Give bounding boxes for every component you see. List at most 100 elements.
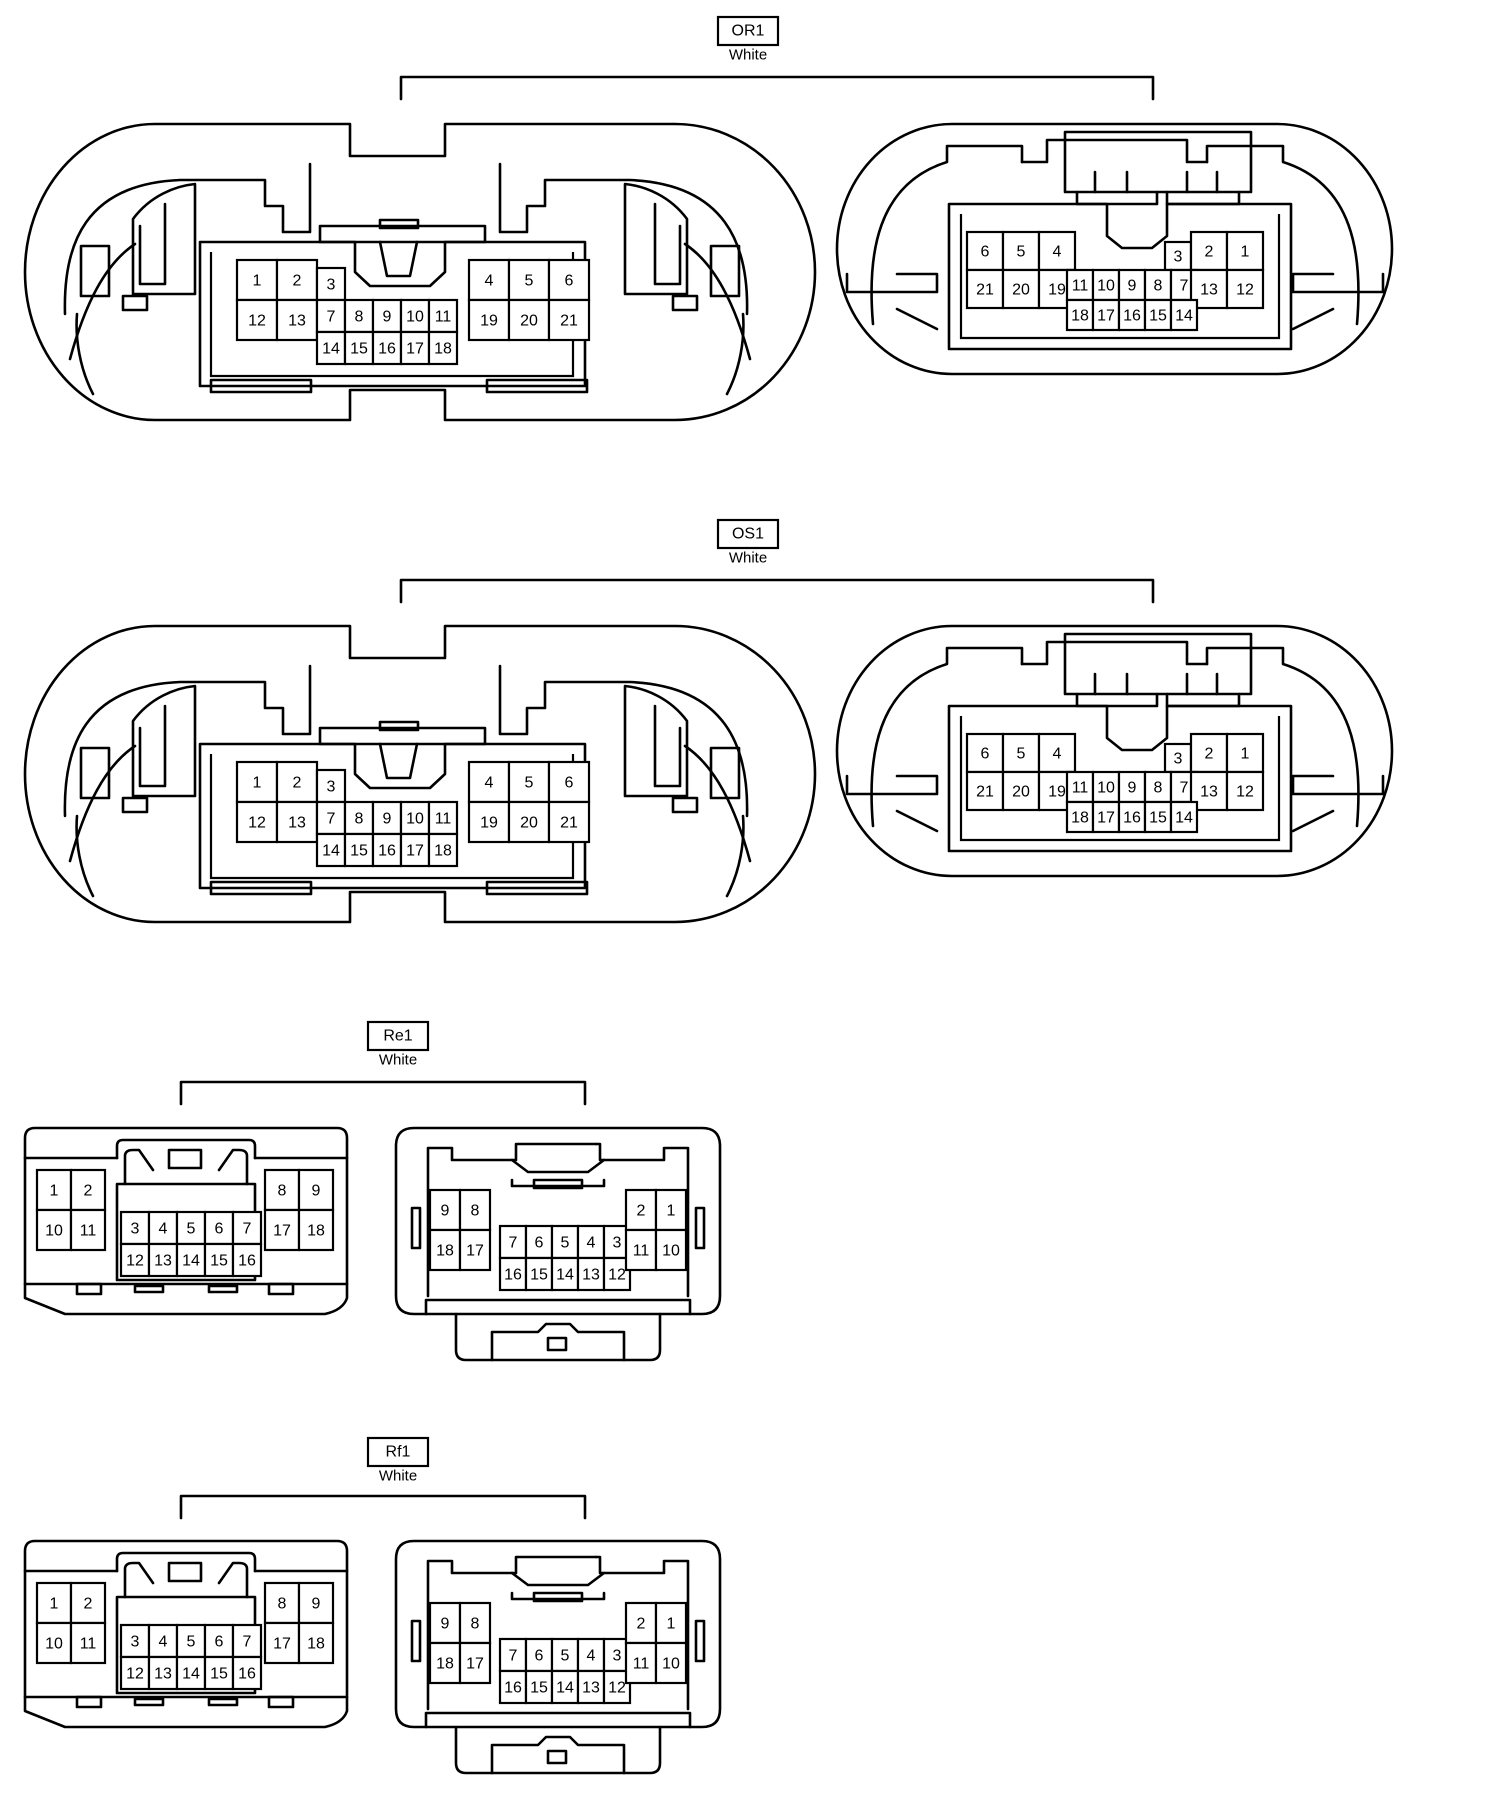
pin-cell: 13 xyxy=(275,298,319,342)
housing-outline xyxy=(23,624,817,924)
housing-detail xyxy=(378,218,420,230)
pin-box xyxy=(507,298,551,342)
pin-cell: 15 xyxy=(343,330,375,366)
pin-cell: 15 xyxy=(203,1655,235,1691)
pin-number: 13 xyxy=(582,1267,600,1284)
pin-box xyxy=(297,1581,335,1625)
pin-number: 16 xyxy=(238,1253,256,1270)
pin-cell: 1 xyxy=(235,760,279,804)
housing-detail xyxy=(410,1619,422,1663)
connector-id: OS1 xyxy=(732,526,764,543)
pin-box xyxy=(231,1210,263,1246)
housing-detail xyxy=(115,1595,257,1695)
pin-cell: 1 xyxy=(1225,732,1265,774)
pin-number: 2 xyxy=(1205,244,1214,261)
housing-detail xyxy=(79,746,111,800)
pin-number: 6 xyxy=(565,273,574,290)
housing-detail xyxy=(725,814,745,898)
pin-number: 8 xyxy=(471,1616,480,1633)
pin-number: 3 xyxy=(1174,249,1183,266)
pin-number: 4 xyxy=(485,273,494,290)
pin-number: 6 xyxy=(981,746,990,763)
housing-detail xyxy=(959,716,1281,842)
pin-cell: 21 xyxy=(965,268,1005,310)
pin-number: 13 xyxy=(154,1666,172,1683)
pin-number: 18 xyxy=(307,1636,325,1653)
pin-box xyxy=(1169,298,1199,332)
pin-number: 18 xyxy=(1071,810,1089,827)
housing-detail xyxy=(121,294,149,312)
pin-number: 8 xyxy=(278,1596,287,1613)
pin-number: 18 xyxy=(436,1656,454,1673)
pin-box xyxy=(275,298,319,342)
housing-detail xyxy=(75,1282,103,1296)
connector-label-box xyxy=(716,518,780,550)
pin-cell: 5 xyxy=(175,1210,207,1246)
pin-number: 16 xyxy=(378,341,396,358)
pin-number: 14 xyxy=(1175,810,1193,827)
pin-cell: 11 xyxy=(427,298,459,334)
pin-cell: 11 xyxy=(1065,770,1095,804)
pin-cell: 4 xyxy=(1037,732,1077,774)
housing-detail xyxy=(167,1561,203,1583)
pin-number: 7 xyxy=(509,1235,518,1252)
pin-number: 19 xyxy=(1048,282,1066,299)
pin-cell: 5 xyxy=(1001,732,1041,774)
pin-number: 13 xyxy=(1200,282,1218,299)
pin-cell: 17 xyxy=(1091,298,1121,332)
pin-number: 6 xyxy=(215,1634,224,1651)
housing-detail xyxy=(209,378,313,394)
pin-number: 9 xyxy=(312,1596,321,1613)
pin-cell: 17 xyxy=(458,1228,492,1272)
housing-detail xyxy=(68,744,137,863)
pin-cell: 4 xyxy=(576,1637,606,1673)
housing-detail xyxy=(485,880,589,896)
housing-outline xyxy=(23,122,817,422)
pin-cell: 19 xyxy=(467,298,511,342)
pin-box xyxy=(263,1621,301,1665)
pin-number: 17 xyxy=(273,1223,291,1240)
pin-number: 16 xyxy=(378,843,396,860)
housing-detail xyxy=(546,1749,568,1765)
pin-cell: 4 xyxy=(576,1224,606,1260)
bracket-line xyxy=(399,75,1155,101)
housing-detail xyxy=(510,1591,606,1601)
housing-detail xyxy=(207,1284,239,1294)
pin-cell: 12 xyxy=(1225,268,1265,310)
pin-number: 6 xyxy=(981,244,990,261)
pin-cell: 9 xyxy=(1117,268,1147,302)
housing-detail xyxy=(709,244,741,298)
connector-id: OR1 xyxy=(732,23,765,40)
pin-number: 9 xyxy=(1128,780,1137,797)
pin-number: 17 xyxy=(466,1243,484,1260)
pin-number: 1 xyxy=(1241,746,1250,763)
pin-number: 21 xyxy=(976,784,994,801)
pin-number: 12 xyxy=(248,815,266,832)
housing-detail xyxy=(75,814,95,898)
pin-box xyxy=(297,1621,335,1665)
pin-cell: 20 xyxy=(507,298,551,342)
pin-cell: 21 xyxy=(547,298,591,342)
housing-detail xyxy=(454,1725,662,1775)
housing-detail xyxy=(378,240,419,278)
pin-cell: 15 xyxy=(1143,800,1173,834)
pin-number: 4 xyxy=(1053,244,1062,261)
housing-detail xyxy=(198,240,587,388)
pin-number: 11 xyxy=(80,1636,97,1653)
pin-number: 7 xyxy=(243,1221,252,1238)
pin-number: 5 xyxy=(1017,244,1026,261)
pin-box xyxy=(458,1188,492,1232)
housing-detail xyxy=(115,1138,257,1160)
pin-box xyxy=(235,800,279,844)
pin-box xyxy=(175,1210,207,1246)
pin-number: 12 xyxy=(126,1666,144,1683)
pin-cell: 17 xyxy=(263,1621,301,1665)
pin-number: 2 xyxy=(637,1203,646,1220)
pin-cell: 3 xyxy=(315,768,347,804)
pin-number: 17 xyxy=(406,341,424,358)
